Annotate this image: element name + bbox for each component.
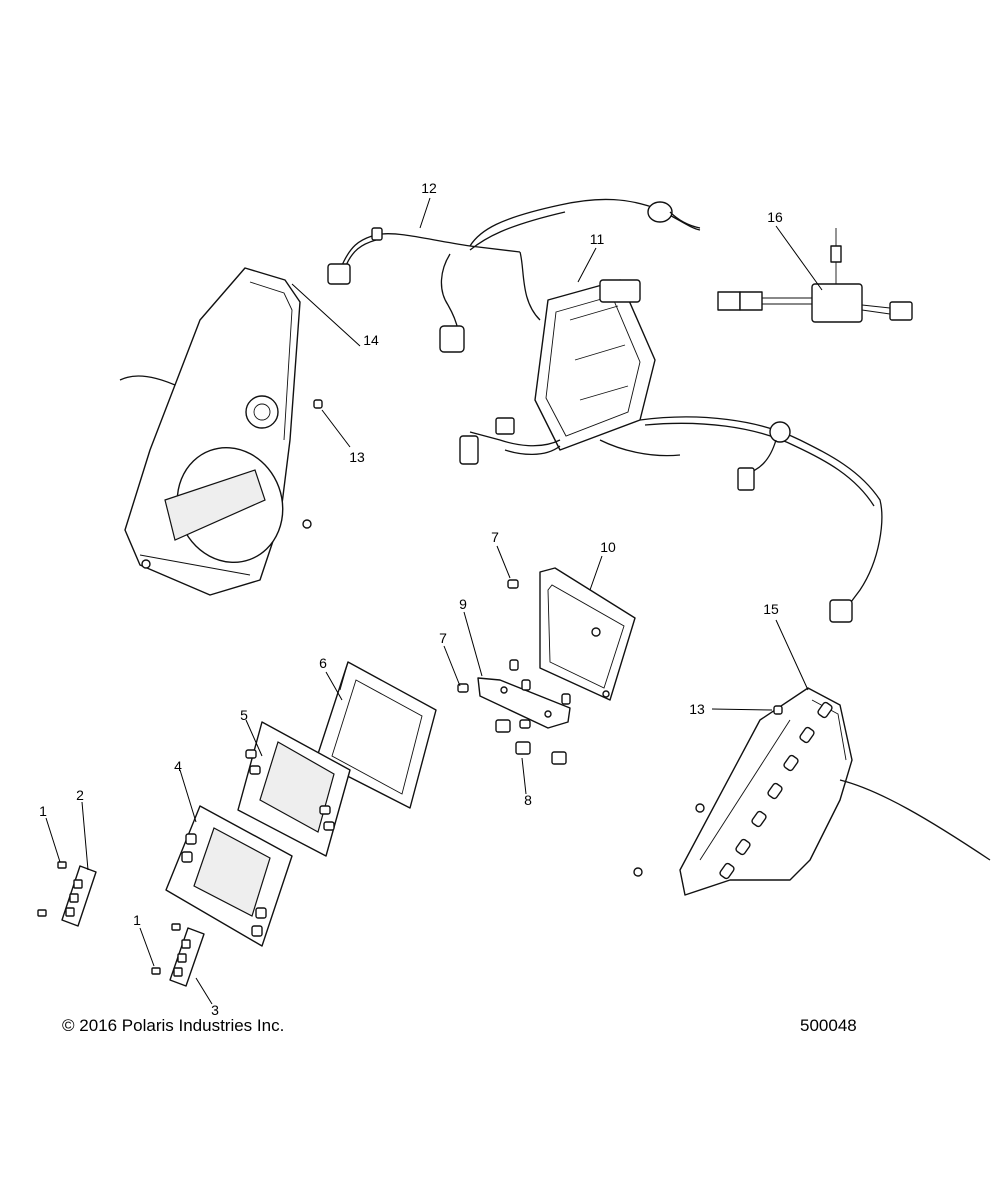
callout-labels: 12 11 16 14 13 7 10 9 7 15 13 6 5 4 8 2 …	[39, 180, 783, 1018]
screws-part-7	[457, 579, 571, 705]
callout-13-upper: 13	[349, 449, 365, 465]
switch-plate-part-3	[169, 927, 205, 987]
callout-12: 12	[421, 180, 437, 196]
callout-14: 14	[363, 332, 379, 348]
switch-plate-part-2	[61, 865, 97, 927]
callout-6: 6	[319, 655, 327, 671]
right-speaker-pod-part-15	[633, 687, 991, 896]
wiring-harness-part-12	[327, 198, 701, 353]
callout-1-left: 1	[39, 803, 47, 819]
callout-2: 2	[76, 787, 84, 803]
mounting-bracket-part-10	[539, 567, 636, 701]
callout-10: 10	[600, 539, 616, 555]
callout-13-lower: 13	[689, 701, 705, 717]
display-unit-part-5	[237, 721, 351, 857]
copyright-notice: © 2016 Polaris Industries Inc.	[62, 1016, 285, 1035]
adapter-harness-part-16	[717, 228, 913, 323]
speaker-grille-slots	[719, 701, 833, 880]
screws-part-1	[37, 861, 181, 975]
callout-1-center: 1	[133, 912, 141, 928]
clips-part-8	[495, 719, 567, 765]
callout-9: 9	[459, 596, 467, 612]
callout-15: 15	[763, 601, 779, 617]
callout-16: 16	[767, 209, 783, 225]
callout-7-lower: 7	[439, 630, 447, 646]
small-bracket-part-9	[477, 677, 571, 729]
callout-8: 8	[524, 792, 532, 808]
left-speaker-pod-part-14	[119, 267, 312, 596]
screws-part-13	[313, 399, 783, 715]
callout-5: 5	[240, 707, 248, 723]
drawing-number: 500048	[800, 1016, 857, 1035]
callout-3: 3	[211, 1002, 219, 1018]
callout-7-upper: 7	[491, 529, 499, 545]
bezel-part-4	[165, 805, 293, 947]
callout-4: 4	[174, 758, 182, 774]
leader-lines	[45, 197, 823, 1005]
callout-11: 11	[590, 231, 605, 247]
control-module-part-11	[459, 279, 883, 623]
